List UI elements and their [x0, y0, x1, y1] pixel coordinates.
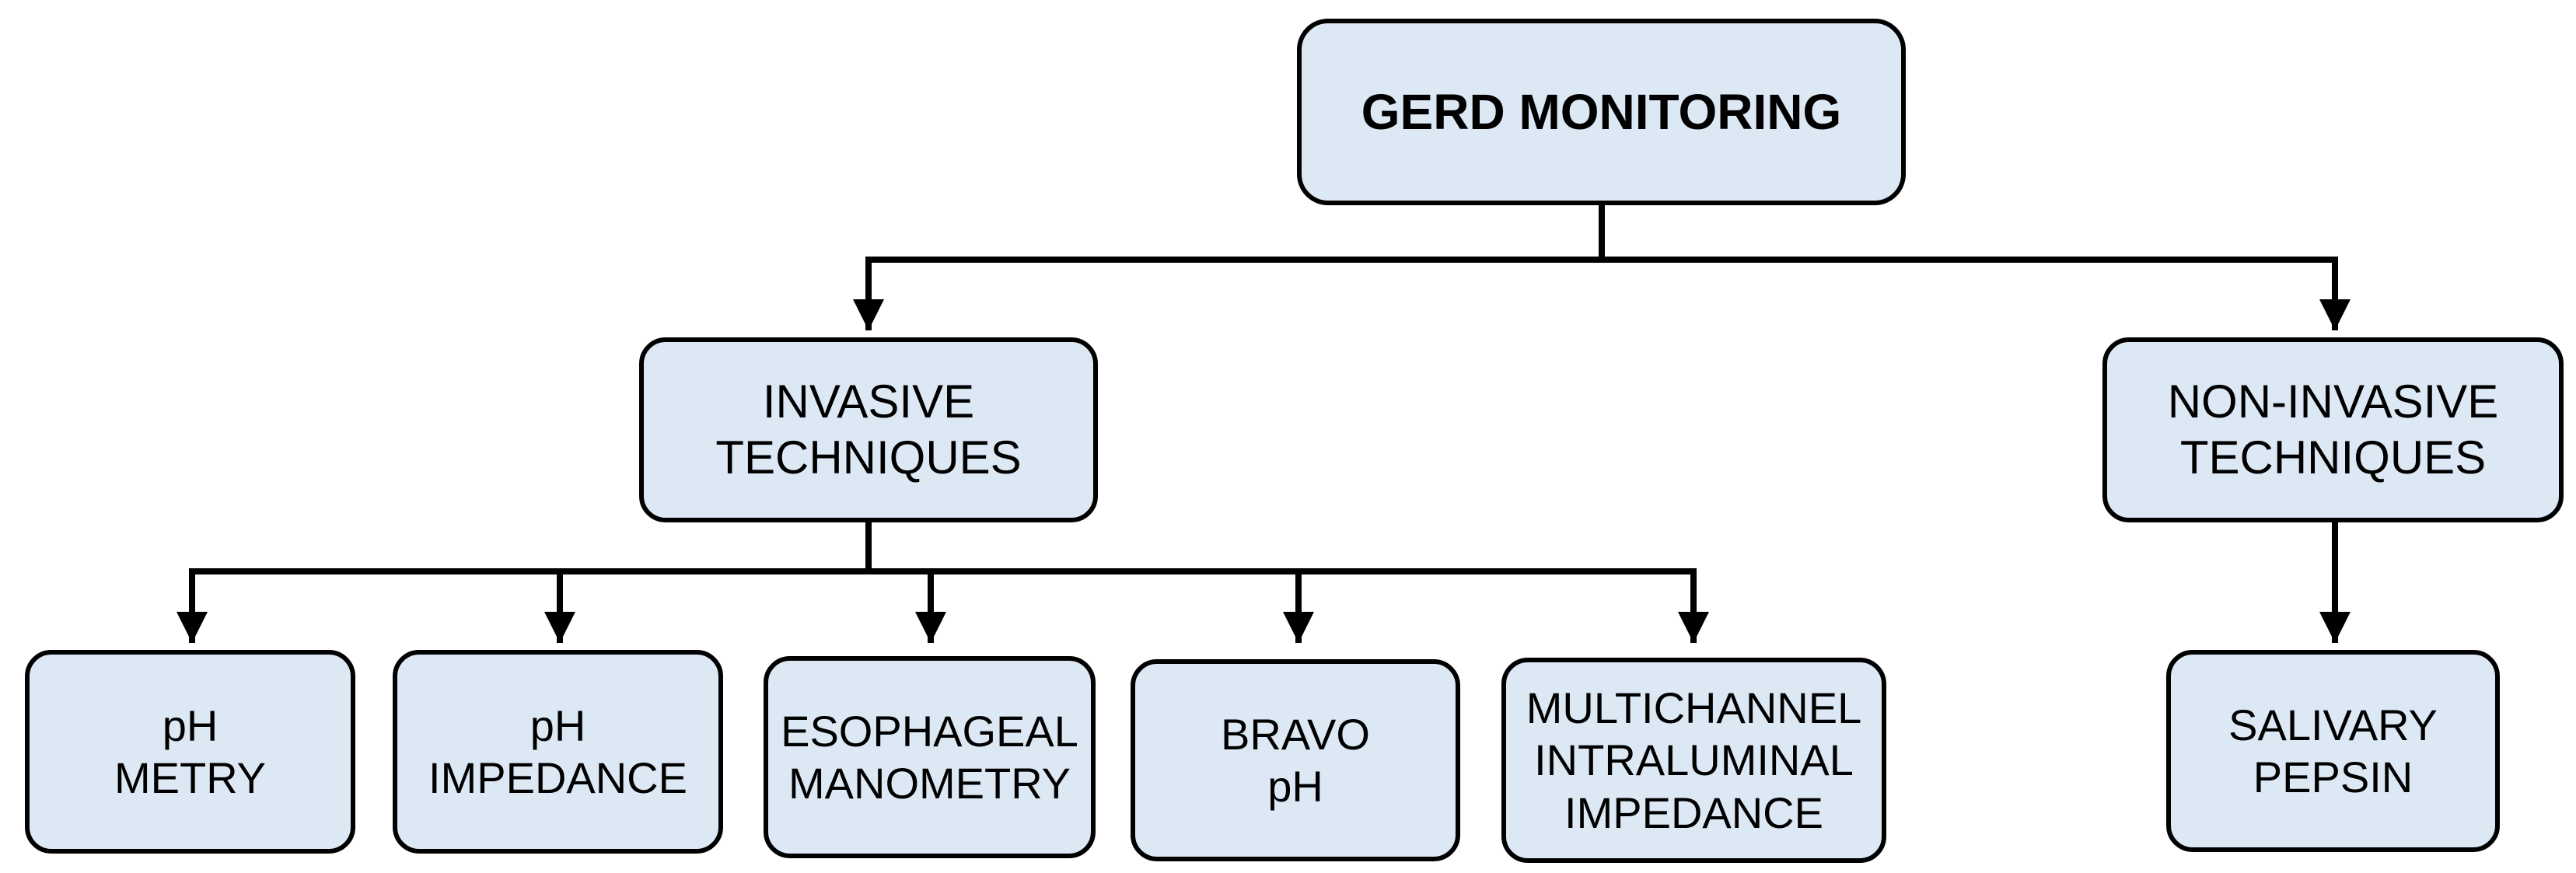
ph-metry-node: pH METRY — [25, 650, 355, 854]
esophageal-manometry-label-line-1: ESOPHAGEAL — [781, 706, 1078, 756]
bravo-ph-label-line-2: pH — [1267, 762, 1323, 811]
noninvasive-techniques-label-line-1: NON-INVASIVE — [2167, 375, 2499, 428]
noninvasive-techniques-label-line-2: TECHNIQUES — [2179, 431, 2487, 484]
multichannel-intraluminal-impedance-node: MULTICHANNEL INTRALUMINAL IMPEDANCE — [1501, 658, 1886, 863]
invasive-techniques-label-line-1: INVASIVE — [762, 375, 975, 428]
ph-impedance-label-line-1: pH — [530, 700, 586, 750]
multichannel-label-line-1: MULTICHANNEL — [1526, 683, 1862, 733]
ph-impedance-label-line-2: IMPEDANCE — [428, 753, 687, 802]
multichannel-label-line-3: IMPEDANCE — [1564, 787, 1823, 837]
gerd-monitoring-node: GERD MONITORING — [1297, 19, 1906, 205]
ph-metry-label-line-1: pH — [162, 700, 218, 750]
ph-impedance-node: pH IMPEDANCE — [393, 650, 723, 854]
invasive-techniques-label-line-2: TECHNIQUES — [715, 431, 1022, 484]
esophageal-manometry-label-line-2: MANOMETRY — [788, 759, 1071, 808]
ph-metry-label-line-2: METRY — [114, 753, 266, 802]
multichannel-label-line-2: INTRALUMINAL — [1534, 735, 1854, 785]
noninvasive-techniques-node: NON-INVASIVE TECHNIQUES — [2102, 337, 2564, 522]
bravo-ph-node: BRAVO pH — [1131, 659, 1460, 861]
gerd-monitoring-label: GERD MONITORING — [1361, 83, 1842, 140]
salivary-pepsin-label-line-1: SALIVARY — [2228, 700, 2438, 749]
esophageal-manometry-node: ESOPHAGEAL MANOMETRY — [764, 656, 1096, 858]
bravo-ph-label-line-1: BRAVO — [1221, 709, 1370, 759]
salivary-pepsin-node: SALIVARY PEPSIN — [2166, 650, 2500, 852]
salivary-pepsin-label-line-2: PEPSIN — [2253, 753, 2413, 801]
invasive-techniques-node: INVASIVE TECHNIQUES — [639, 337, 1098, 522]
